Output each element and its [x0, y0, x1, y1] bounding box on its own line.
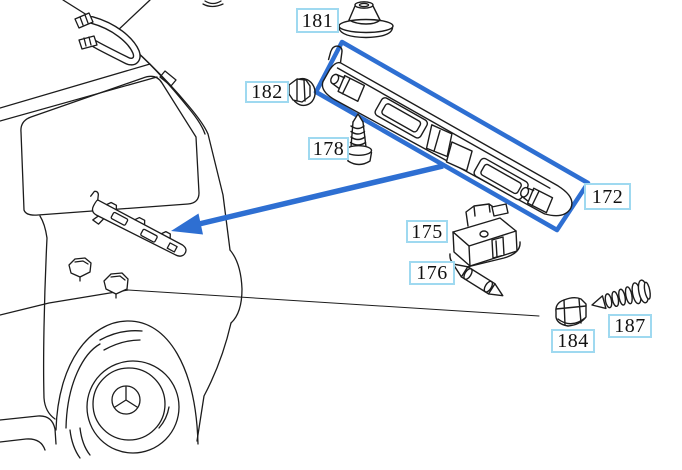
- part-label-172[interactable]: 172: [584, 183, 631, 210]
- highlight-box: [313, 39, 591, 233]
- top-edge-partial-part: [202, 0, 224, 8]
- body-clip-1: [68, 257, 92, 282]
- panel-edge: [196, 322, 232, 442]
- part-184-drawing: [555, 297, 587, 327]
- beltline: [0, 289, 129, 316]
- part-187-drawing: [591, 279, 651, 310]
- part-181-drawing: [338, 1, 394, 39]
- part-label-176[interactable]: 176: [409, 261, 455, 285]
- rear-wheel-arch: [55, 320, 199, 459]
- rear-wheel: [86, 360, 180, 454]
- pointer-arrow-head: [171, 213, 203, 235]
- part-label-175[interactable]: 175: [406, 220, 448, 243]
- pillar-mount: [159, 70, 177, 87]
- quarter-window: [20, 75, 200, 216]
- body-seam: [39, 215, 56, 420]
- highlight-annotations: [171, 39, 591, 235]
- vehicle-line-art: [0, 0, 540, 459]
- part-178-drawing: [344, 113, 373, 166]
- part-label-182[interactable]: 182: [245, 81, 289, 103]
- part-176-drawing: [452, 263, 504, 297]
- sill-lines: [0, 415, 57, 451]
- part-label-178[interactable]: 178: [308, 137, 349, 160]
- bumper-corner: [229, 249, 243, 324]
- pillar-inner: [123, 40, 206, 135]
- roof-drip-rails: [0, 63, 158, 122]
- installed-strip: [90, 190, 187, 257]
- part-label-184[interactable]: 184: [551, 329, 595, 353]
- pointer-arrow-shaft: [198, 163, 444, 227]
- body-clip-2: [103, 272, 129, 299]
- part-label-187[interactable]: 187: [608, 314, 652, 338]
- part-172-drawing: [321, 45, 573, 217]
- mercedes-star-icon: [114, 386, 138, 408]
- part-182-drawing: [288, 77, 316, 107]
- leader-line: [127, 289, 540, 317]
- exploded-parts: [288, 1, 651, 327]
- part-175-drawing: [449, 203, 521, 269]
- roof-strap: [74, 12, 141, 66]
- part-label-181[interactable]: 181: [296, 8, 339, 33]
